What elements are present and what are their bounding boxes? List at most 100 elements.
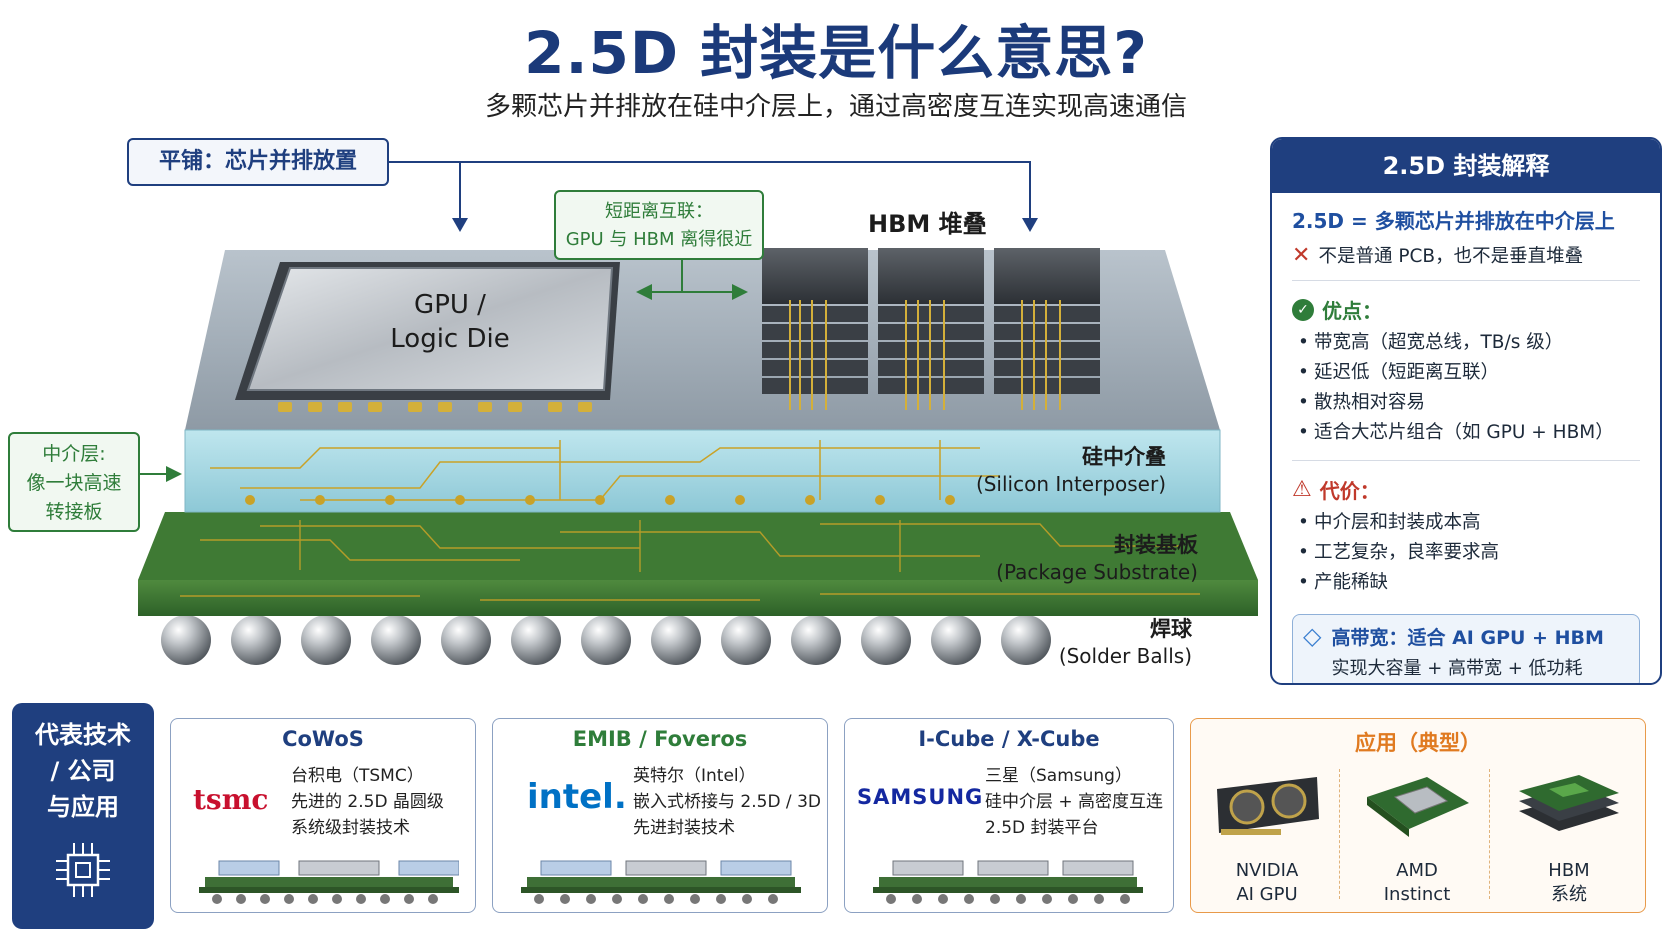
panel-definition: 2.5D = 多颗芯片并排放在中介层上 [1292,209,1615,233]
short-link-callout-line1: 短距离互联： [605,201,713,222]
cons-item: 产能稀缺 [1292,568,1640,598]
icube-package-mini [873,860,1143,904]
samsung-logo: SAMSUNG [857,785,984,809]
card-cowos-line3: 系统级封装技术 [291,818,410,838]
package-diagram [138,161,1258,665]
page-subtitle: 多颗芯片并排放在硅中介层上，通过高密度互连实现高速通信 [484,92,1187,122]
card-icube: I-Cube / X-Cube SAMSUNG 三星（Samsung） 硅中介层… [844,718,1174,913]
card-cowos: CoWoS tsmc 台积电（TSMC） 先进的 2.5D 晶圆级 系统级封装技… [170,718,476,913]
cons-item: 工艺复杂，良率要求高 [1292,538,1640,568]
app-hbm-line1: HBM [1548,860,1590,881]
pros-item: 带宽高（超宽总线，TB/s 级） [1292,328,1640,358]
hbm-stack-2 [878,248,984,410]
pros-list: 带宽高（超宽总线，TB/s 级） 延迟低（短距离互联） 散热相对容易 适合大芯片… [1292,328,1640,448]
interposer-callout-line2: 像一块高速 [26,472,122,494]
amd-chip-icon [1367,777,1469,837]
app-amd-line2: Instinct [1383,884,1451,905]
hbm-label: HBM 堆叠 [868,210,987,238]
substrate-label: 封装基板 (Package Substrate) [960,532,1198,585]
check-circle-icon: ✓ [1292,298,1314,321]
solder-balls-label-en: (Solder Balls) [1058,644,1192,669]
card-emib-line3: 先进封装技术 [633,818,735,838]
pros-title: 优点： [1322,299,1382,323]
bandwidth-note-title: 高带宽：适合 AI GPU + HBM [1331,627,1604,649]
diamond-icon: ◇ [1303,622,1322,650]
panel-not-text: 不是普通 PCB，也不是垂直堆叠 [1318,246,1584,267]
interposer-callout-line1: 中介层: [42,443,106,465]
app-hbm: HBM 系统 [1519,859,1619,907]
card-icube-line1: 三星（Samsung） [985,766,1132,786]
cowos-package-mini [199,860,459,904]
pros-item: 散热相对容易 [1292,388,1640,418]
cross-icon: ✕ [1292,242,1311,268]
card-emib-desc: 英特尔（Intel） 嵌入式桥接与 2.5D / 3D 先进封装技术 [633,763,821,841]
app-hbm-line2: 系统 [1551,884,1587,905]
hbm-stack-1 [762,248,868,410]
package-substrate [138,512,1258,616]
short-link-callout-line2: GPU 与 HBM 离得很近 [565,229,753,250]
substrate-label-cn: 封装基板 [1114,533,1198,557]
interposer-callout-line3: 转接板 [45,501,103,523]
panel-title: 2.5D 封装解释 [1272,139,1660,193]
hbm-stacks [762,248,1100,410]
tile-callout: 平铺：芯片并排放置 [127,138,389,186]
bandwidth-note: ◇ 高带宽：适合 AI GPU + HBM 实现大容量 + 高带宽 + 低功耗 [1292,614,1640,683]
gpu-label-line2: Logic Die [390,324,510,354]
solder-balls-label: 焊球 (Solder Balls) [1040,616,1192,669]
solder-balls [161,615,1051,665]
gpu-card-icon [1217,777,1319,835]
card-emib-line1: 英特尔（Intel） [633,766,756,786]
gpu-label: GPU / Logic Die [360,288,540,356]
short-link-callout: 短距离互联： GPU 与 HBM 离得很近 [554,190,764,260]
card-icube-desc: 三星（Samsung） 硅中介层 + 高密度互连 2.5D 封装平台 [985,763,1163,841]
card-cowos-line2: 先进的 2.5D 晶圆级 [291,792,444,812]
cons-list: 中介层和封装成本高 工艺复杂，良率要求高 产能稀缺 [1292,508,1640,598]
card-cowos-title: CoWoS [282,727,364,751]
interposer-label-en: (Silicon Interposer) [975,472,1166,497]
app-nvidia-line2: AI GPU [1236,884,1298,905]
card-emib-title: EMIB / Foveros [572,727,748,751]
substrate-label-en: (Package Substrate) [996,560,1198,585]
chip-icon [56,843,110,897]
tech-heading-line2: / 公司 [50,757,116,785]
gpu-die [235,262,620,412]
interposer-label: 硅中介叠 (Silicon Interposer) [960,444,1166,497]
arrowhead-left [452,218,468,232]
cons-item: 中介层和封装成本高 [1292,508,1640,538]
app-nvidia-line1: NVIDIA [1235,860,1299,881]
cons-heading: ⚠ 代价： [1292,475,1640,504]
warning-icon: ⚠ [1292,477,1312,502]
app-nvidia: NVIDIA AI GPU [1217,859,1317,907]
hbm-system-icon [1519,775,1619,831]
card-emib: EMIB / Foveros intel. 英特尔（Intel） 嵌入式桥接与 … [492,718,828,913]
app-divider-1 [1339,769,1340,899]
pros-item: 适合大芯片组合（如 GPU + HBM） [1292,418,1640,448]
emib-package-mini [521,860,801,904]
card-applications: 应用（典型） NVIDIA AI GPU AMD Instinct HBM 系统 [1190,718,1646,913]
solder-balls-label-cn: 焊球 [1150,617,1192,641]
bandwidth-note-text: 实现大容量 + 高带宽 + 低功耗 [1331,658,1583,679]
tech-heading-line1: 代表技术 [35,721,131,749]
card-cowos-desc: 台积电（TSMC） 先进的 2.5D 晶圆级 系统级封装技术 [291,763,444,841]
cons-title: 代价： [1319,479,1380,503]
interposer-label-cn: 硅中介叠 [1082,445,1166,469]
card-icube-line3: 2.5D 封装平台 [985,818,1099,838]
card-applications-title: 应用（典型） [1355,731,1481,755]
interposer-callout: 中介层: 像一块高速 转接板 [8,432,140,532]
gpu-label-line1: GPU / [414,290,486,320]
pros-item: 延迟低（短距离互联） [1292,358,1640,388]
app-amd-line1: AMD [1396,860,1438,881]
page-title: 2.5D 封装是什么意思? [524,19,1148,87]
tech-heading-line3: 与应用 [47,793,119,821]
pros-heading: ✓ 优点： [1292,295,1640,324]
panel-not-row: ✕ 不是普通 PCB，也不是垂直堆叠 [1292,242,1640,268]
explanation-panel: 2.5D 封装解释 2.5D = 多颗芯片并排放在中介层上 ✕ 不是普通 PCB… [1270,137,1662,685]
tile-arrow-line [388,161,1031,222]
tech-heading-block: 代表技术 / 公司 与应用 [12,703,154,929]
tsmc-logo: tsmc [193,783,269,816]
arrowhead-right [1022,218,1038,232]
hbm-stack-3 [994,248,1100,410]
card-cowos-line1: 台积电（TSMC） [291,766,424,786]
card-emib-line2: 嵌入式桥接与 2.5D / 3D [633,792,821,812]
short-link-arrow [636,255,748,300]
